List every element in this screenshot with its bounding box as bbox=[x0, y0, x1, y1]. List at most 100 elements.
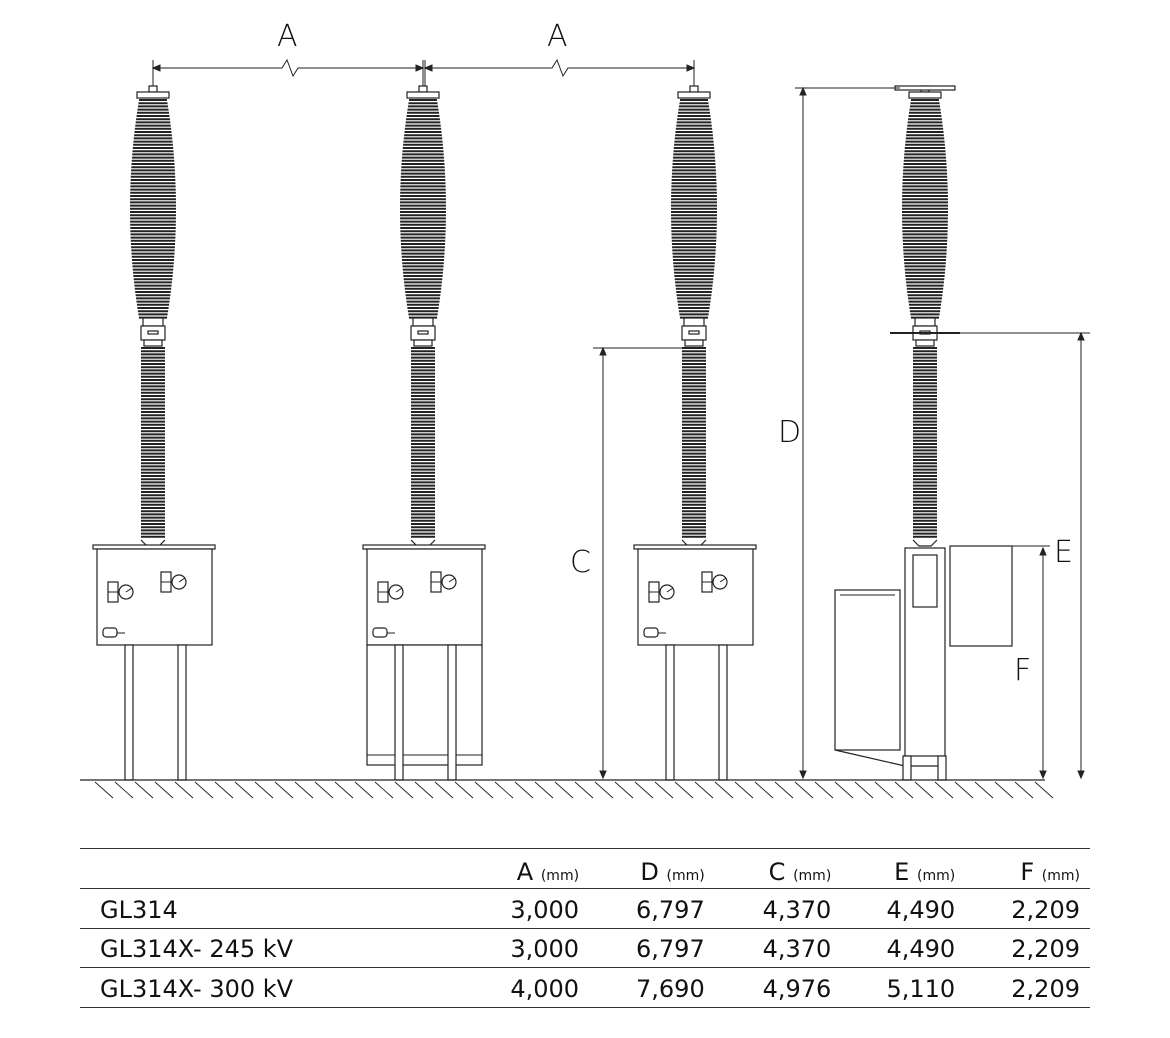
dimension-arrow bbox=[1039, 546, 1047, 556]
ground-hatch-line bbox=[134, 781, 154, 799]
terminal-cap bbox=[418, 85, 428, 93]
dimension-arrow bbox=[799, 86, 807, 96]
ground-hatch-line bbox=[814, 781, 834, 799]
dimension-label-f: F bbox=[1014, 653, 1031, 688]
ground-hatch-line bbox=[194, 781, 214, 799]
dimension-arrow bbox=[1077, 770, 1085, 780]
dimension-label-e: E bbox=[1054, 535, 1073, 570]
insulator-flange bbox=[412, 317, 434, 327]
dimension-line-a bbox=[153, 58, 423, 78]
ground-hatch-line bbox=[254, 781, 274, 799]
terminal-cap bbox=[689, 85, 699, 93]
ground-hatch-line bbox=[634, 781, 654, 799]
bushing-base bbox=[912, 539, 938, 547]
mechanism-housing bbox=[92, 544, 216, 781]
handle-icon bbox=[372, 627, 388, 638]
support-leg bbox=[394, 644, 404, 781]
operating-rod-housing bbox=[912, 554, 938, 608]
model-name: GL314 bbox=[100, 895, 178, 924]
bushing bbox=[671, 85, 717, 547]
model-name: GL314X- 245 kV bbox=[100, 935, 294, 963]
ct-slot bbox=[688, 330, 700, 335]
insulator-flange bbox=[914, 317, 936, 327]
terminal-plate bbox=[894, 85, 956, 91]
dimension-arrow bbox=[599, 346, 607, 356]
ground-hatch-line bbox=[534, 781, 554, 799]
control-cabinet bbox=[834, 589, 901, 751]
dimension-label-c: C bbox=[570, 545, 591, 580]
ground-hatch-line bbox=[294, 781, 314, 799]
gauge-needle bbox=[448, 577, 456, 583]
dimension-arrow bbox=[423, 64, 433, 72]
insulator-collar bbox=[684, 339, 704, 347]
ground-hatch-line bbox=[874, 781, 894, 799]
handle-icon bbox=[102, 627, 118, 638]
header-d: D (mm) bbox=[640, 858, 705, 886]
ground-hatch bbox=[80, 779, 1054, 799]
gauge-needle bbox=[178, 577, 186, 583]
ct-slot bbox=[147, 330, 159, 335]
ground-hatch-line bbox=[114, 781, 134, 799]
ground-hatch-line bbox=[354, 781, 374, 799]
support-leg bbox=[665, 644, 675, 781]
terminal-plate bbox=[677, 91, 711, 99]
ground-hatch-line bbox=[274, 781, 294, 799]
terminal-plate bbox=[136, 91, 170, 99]
dimension-arrow bbox=[151, 64, 161, 72]
bushing bbox=[890, 85, 960, 547]
header-f: F (mm) bbox=[1020, 858, 1080, 886]
dimension-value: 4,976 bbox=[762, 974, 832, 1003]
dimension-value: 4,000 bbox=[510, 974, 580, 1003]
ground-hatch-line bbox=[594, 781, 614, 799]
ground-hatch-line bbox=[394, 781, 414, 799]
dimension-value: 2,209 bbox=[1011, 935, 1080, 963]
ground-hatch-line bbox=[914, 781, 934, 799]
ground-hatch-line bbox=[934, 781, 954, 799]
insulator-collar bbox=[143, 339, 163, 347]
dimension-value: 4,490 bbox=[886, 935, 956, 963]
ground-hatch-line bbox=[154, 781, 174, 799]
ground-hatch-line bbox=[214, 781, 234, 799]
dimension-arrow bbox=[686, 64, 696, 72]
insulator-flange bbox=[683, 317, 705, 327]
dimension-label-a: A bbox=[547, 19, 568, 54]
dimension-value: 6,797 bbox=[636, 895, 705, 924]
dimensions-table: A (mm) D (mm) C (mm) E (mm) F (mm) GL314… bbox=[80, 848, 1090, 1008]
ground-hatch-line bbox=[434, 781, 454, 799]
ground-hatch-line bbox=[854, 781, 874, 799]
support-leg bbox=[937, 755, 947, 781]
header-e: E (mm) bbox=[894, 858, 956, 886]
terminal-cap bbox=[148, 85, 158, 93]
dimension-line-a bbox=[425, 58, 694, 78]
ground-hatch-line bbox=[414, 781, 434, 799]
ground-hatch-line bbox=[674, 781, 694, 799]
support-leg bbox=[447, 644, 457, 781]
ground-hatch-line bbox=[974, 781, 994, 799]
handle-icon bbox=[643, 627, 659, 638]
ground-hatch-line bbox=[494, 781, 514, 799]
ground-hatch-line bbox=[454, 781, 474, 799]
ground-hatch-line bbox=[754, 781, 774, 799]
circuit-breaker-dimension-drawing: A A C D E F bbox=[80, 19, 1090, 799]
bushing bbox=[130, 85, 176, 547]
header-c: C (mm) bbox=[768, 858, 832, 886]
table-header-row: A (mm) D (mm) C (mm) E (mm) F (mm) bbox=[80, 848, 1090, 889]
dimension-value: 5,110 bbox=[886, 974, 956, 1003]
support-leg bbox=[124, 644, 134, 781]
ground-hatch-line bbox=[234, 781, 254, 799]
dimension-value: 3,000 bbox=[510, 895, 580, 924]
dimension-value: 4,370 bbox=[762, 895, 832, 924]
ground-hatch-line bbox=[174, 781, 194, 799]
ground-hatch-line bbox=[514, 781, 534, 799]
insulator-collar bbox=[915, 339, 935, 347]
dimension-value: 2,209 bbox=[1011, 895, 1080, 924]
dimension-value: 2,209 bbox=[1011, 974, 1080, 1003]
dimension-arrow bbox=[799, 770, 807, 780]
dimension-arrow bbox=[1077, 331, 1085, 341]
support-leg bbox=[902, 755, 912, 781]
dimension-arrow bbox=[415, 64, 425, 72]
support-leg bbox=[718, 644, 728, 781]
